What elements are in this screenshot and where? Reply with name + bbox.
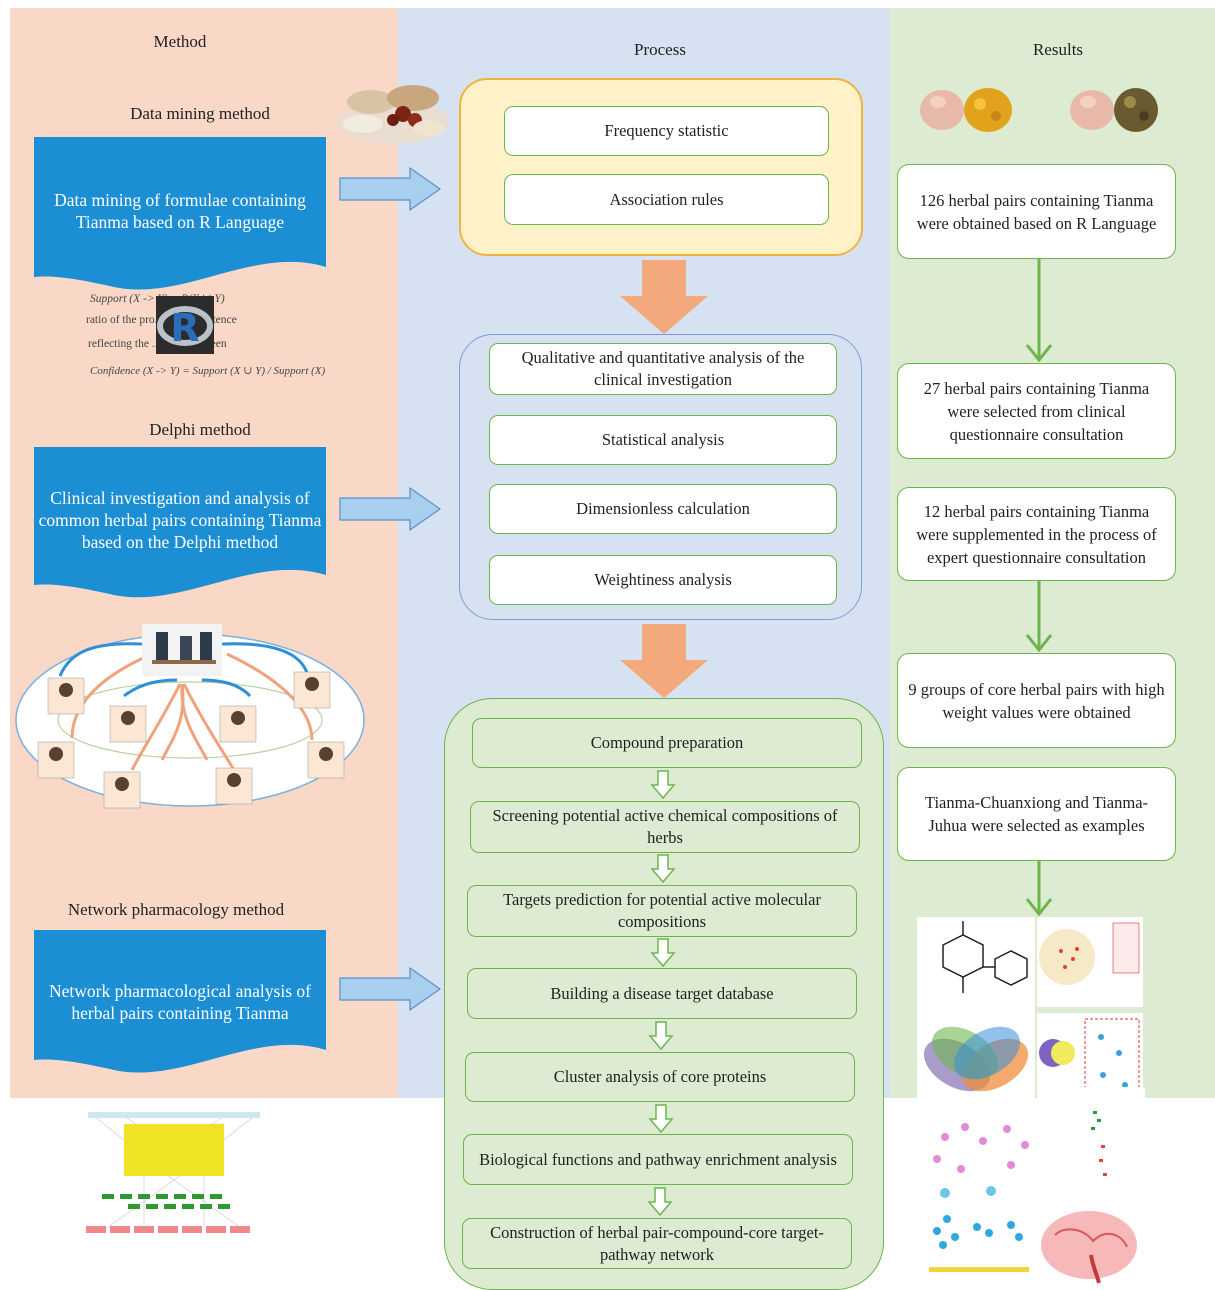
result-arrow-2 xyxy=(1025,581,1053,653)
process-targets-prediction: Targets prediction for potential active … xyxy=(467,885,857,937)
process-header: Process xyxy=(634,40,686,59)
process-dimensionless-calculation: Dimensionless calculation xyxy=(489,484,837,534)
orange-arrow-1 xyxy=(620,260,708,334)
process-screening-compositions: Screening potential active chemical comp… xyxy=(470,801,860,853)
analysis-figures-collage xyxy=(915,915,1145,1290)
delphi-network-illustration xyxy=(12,620,368,810)
compound-target-network-image xyxy=(84,1110,264,1250)
data-mining-box-text: Data mining of formulae containing Tianm… xyxy=(54,190,306,232)
arrow-data-mining xyxy=(339,166,442,212)
r-logo-letter: R xyxy=(170,306,199,350)
process-cluster-analysis: Cluster analysis of core proteins xyxy=(465,1052,855,1102)
delphi-box: Clinical investigation and analysis of c… xyxy=(34,447,326,598)
arrow-network xyxy=(339,966,442,1012)
stage1-container xyxy=(459,78,863,256)
data-mining-title: Data mining method xyxy=(130,104,270,123)
orange-arrow-2 xyxy=(620,624,708,698)
stage2-container xyxy=(459,334,862,620)
process-statistical-analysis: Statistical analysis xyxy=(489,415,837,465)
herb-pair-photos xyxy=(918,82,1158,134)
result-arrow-1 xyxy=(1025,259,1053,363)
green-arrow-6 xyxy=(647,1187,673,1217)
process-qualitative-quantitative: Qualitative and quantitative analysis of… xyxy=(489,343,837,395)
network-box-text: Network pharmacological analysis of herb… xyxy=(49,981,311,1023)
formula-image: Support (X -> Y) = P(X ∪ Y) ratio of the… xyxy=(86,290,325,386)
delphi-title: Delphi method xyxy=(149,420,251,439)
process-network-construction: Construction of herbal pair-compound-cor… xyxy=(462,1218,852,1269)
result-27-pairs: 27 herbal pairs containing Tianma were s… xyxy=(897,363,1176,459)
formula-line-4: Confidence (X -> Y) = Support (X ∪ Y) / … xyxy=(90,365,326,377)
result-examples: Tianma-Chuanxiong and Tianma-Juhua were … xyxy=(897,767,1176,861)
green-arrow-3 xyxy=(650,938,676,968)
process-disease-target-database: Building a disease target database xyxy=(467,968,857,1019)
delphi-box-text: Clinical investigation and analysis of c… xyxy=(38,488,322,552)
green-arrow-2 xyxy=(650,854,676,884)
method-header: Method xyxy=(153,32,207,51)
result-12-pairs: 12 herbal pairs containing Tianma were s… xyxy=(897,487,1176,581)
process-association-rules: Association rules xyxy=(504,174,829,225)
green-arrow-4 xyxy=(648,1021,674,1051)
network-title: Network pharmacology method xyxy=(67,900,285,919)
process-compound-preparation: Compound preparation xyxy=(472,718,862,768)
r-logo: R xyxy=(156,296,214,354)
process-enrichment-analysis: Biological functions and pathway enrichm… xyxy=(463,1134,853,1185)
process-weightiness-analysis: Weightiness analysis xyxy=(489,555,837,605)
process-frequency-statistic: Frequency statistic xyxy=(504,106,829,156)
green-arrow-1 xyxy=(650,770,676,800)
result-126-pairs: 126 herbal pairs containing Tianma were … xyxy=(897,164,1176,259)
network-box: Network pharmacological analysis of herb… xyxy=(34,930,326,1073)
results-header: Results xyxy=(1032,40,1084,59)
result-9-groups: 9 groups of core herbal pairs with high … xyxy=(897,653,1176,748)
herbs-picture xyxy=(333,62,453,150)
green-arrow-5 xyxy=(648,1104,674,1134)
result-arrow-3 xyxy=(1025,861,1053,917)
arrow-delphi xyxy=(339,486,442,532)
data-mining-box: Data mining of formulae containing Tianm… xyxy=(34,137,326,290)
